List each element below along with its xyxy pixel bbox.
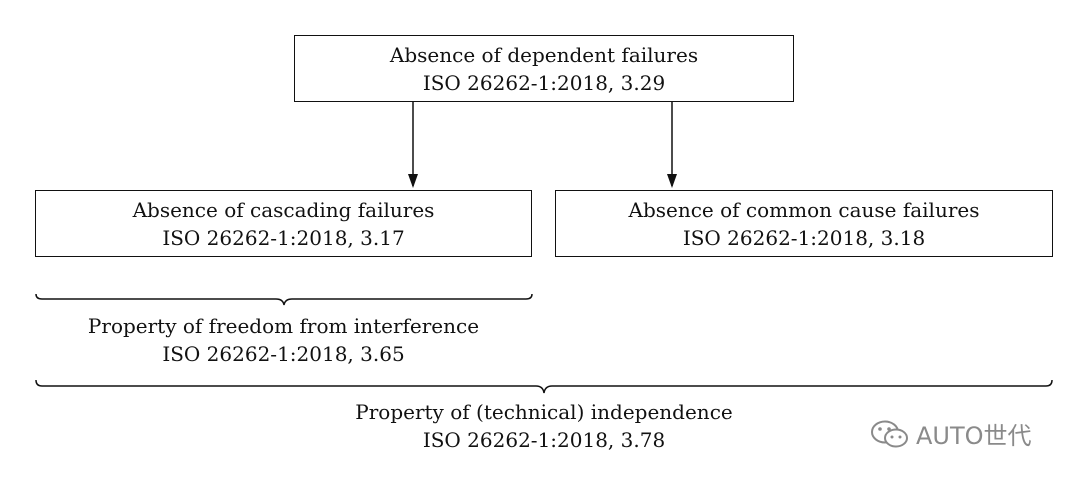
brace-freedom-from-interference: [35, 293, 533, 306]
dependent-failures-ref: ISO 26262-1:2018, 3.29: [422, 70, 666, 95]
arrowhead-common-cause: [667, 174, 677, 188]
watermark-text: AUTO世代: [916, 422, 1032, 450]
cascading-failures-box: Absence of cascading failures ISO 26262-…: [35, 190, 532, 257]
independence-ref: ISO 26262-1:2018, 3.78: [422, 428, 666, 452]
arrowhead-cascading: [408, 174, 418, 188]
independence-title: Property of (technical) independence: [355, 400, 733, 424]
independence-caption: Property of (technical) independence ISO…: [35, 398, 1053, 454]
common-cause-failures-box: Absence of common cause failures ISO 262…: [555, 190, 1053, 257]
watermark: AUTO世代: [870, 416, 1032, 451]
dependent-failures-title: Absence of dependent failures: [389, 42, 699, 67]
common-cause-failures-ref: ISO 26262-1:2018, 3.18: [682, 225, 926, 250]
dependent-failures-box: Absence of dependent failures ISO 26262-…: [294, 35, 794, 102]
freedom-from-interference-caption: Property of freedom from interference IS…: [35, 312, 532, 368]
cascading-failures-ref: ISO 26262-1:2018, 3.17: [162, 225, 405, 250]
common-cause-failures-title: Absence of common cause failures: [628, 197, 980, 222]
freedom-from-interference-ref: ISO 26262-1:2018, 3.65: [162, 342, 405, 366]
brace-independence: [35, 379, 1053, 394]
freedom-from-interference-title: Property of freedom from interference: [87, 314, 480, 338]
cascading-failures-title: Absence of cascading failures: [132, 197, 435, 222]
wechat-icon: [871, 420, 908, 447]
